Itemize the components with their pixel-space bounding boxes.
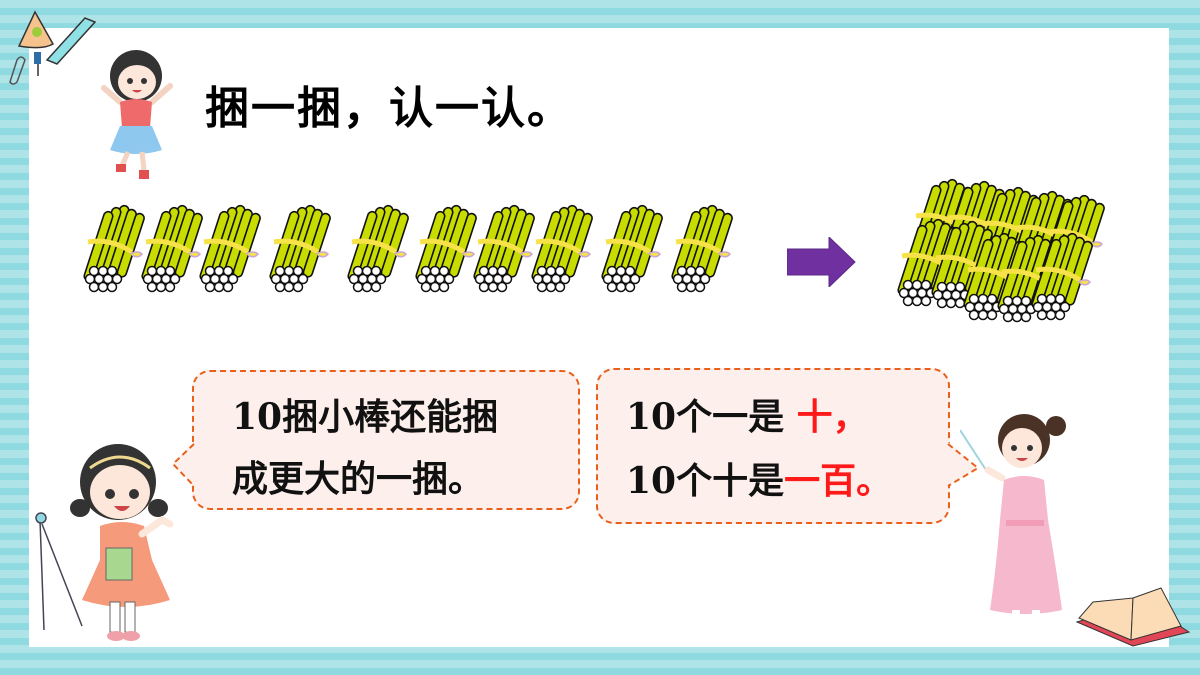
stick-bundle-8 [530, 200, 596, 300]
stick-bundle-6 [414, 200, 480, 300]
stationery-decoration-icon [9, 10, 97, 85]
teacher-illustration [960, 414, 1066, 630]
bubble-left-line-2: 成更大的一捆。 [232, 458, 485, 500]
bubble-left-tail [171, 442, 195, 487]
girl-with-book-illustration [35, 444, 174, 641]
open-book-icon [1075, 587, 1191, 647]
large-stick-bundle [892, 174, 1102, 334]
stick-bundle-2 [140, 200, 206, 300]
slide-panel [29, 28, 1169, 647]
stick-bundle-3 [198, 200, 264, 300]
bubble-right-line-2: 10个十是一百。 [626, 450, 892, 512]
bubble-left-line-1: 10捆小棒还能捆 [232, 396, 499, 438]
stick-bundle-10 [670, 200, 736, 300]
highlight-hundred: 一百 [784, 460, 857, 502]
bubble-right-line-2-prefix: 10个十是 [626, 460, 785, 502]
girl-jumping-illustration [101, 50, 173, 179]
bubble-right-line-1-prefix: 10个一是 [626, 396, 797, 438]
stick-bundle-7 [472, 200, 538, 300]
speech-bubble-right: 10个一是 十， 10个十是一百。 [596, 368, 950, 524]
highlight-ten: 十 [796, 396, 833, 438]
bubble-right-tail [947, 442, 980, 487]
period: 。 [856, 460, 893, 502]
stick-bundle-5 [346, 200, 412, 300]
comma: ， [832, 396, 869, 438]
stick-bundle-9 [600, 200, 666, 300]
stick-bundle-1 [82, 200, 148, 300]
page-title: 捆一捆，认一认。 [205, 83, 573, 134]
stick-bundle-4 [268, 200, 334, 300]
right-arrow-icon [787, 237, 856, 287]
speech-bubble-left: 10捆小棒还能捆 成更大的一捆。 [192, 370, 580, 510]
bubble-right-line-1: 10个一是 十， [626, 386, 869, 448]
